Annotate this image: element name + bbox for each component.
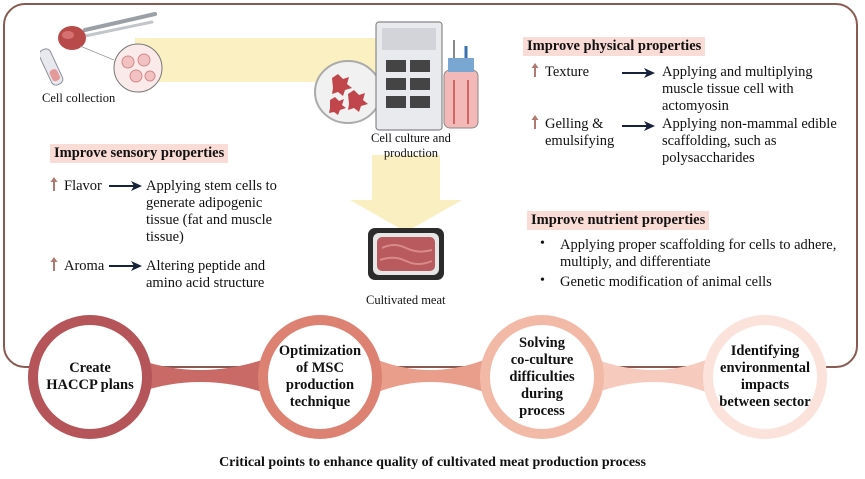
nutrient-heading: Improve nutrient properties bbox=[527, 211, 710, 230]
critical-point-environment: Identifying environmental impacts betwee… bbox=[719, 343, 811, 410]
sensory-heading: Improve sensory properties bbox=[50, 144, 229, 163]
gelling-desc: Applying non-mammal edible scaffolding, … bbox=[662, 116, 837, 166]
tweezers-tissue-icon bbox=[40, 12, 163, 93]
aroma-desc: Altering peptide and amino acid structur… bbox=[146, 258, 266, 291]
figure-caption: Critical points to enhance quality of cu… bbox=[219, 455, 646, 470]
cell-collection-label: Cell collection bbox=[42, 91, 116, 105]
petri-dish-icon bbox=[314, 60, 382, 124]
bullet: • bbox=[540, 236, 545, 251]
bullet: • bbox=[540, 273, 545, 288]
right-arrow-icon bbox=[622, 121, 655, 131]
up-arrow-icon bbox=[50, 257, 58, 271]
right-arrow-icon bbox=[109, 181, 142, 191]
critical-points-chain bbox=[28, 315, 827, 439]
flavor-desc: Applying stem cells to generate adipogen… bbox=[146, 178, 277, 245]
critical-point-haccp: Create HACCP plans bbox=[46, 360, 134, 393]
nutrient-bullet-2: Genetic modification of animal cells bbox=[560, 274, 772, 290]
cell-culture-label: Cell culture and production bbox=[371, 131, 451, 160]
cultivated-meat-icon bbox=[368, 228, 444, 280]
content-frame bbox=[3, 3, 858, 368]
up-arrow-icon bbox=[531, 115, 539, 129]
texture-label: Texture bbox=[545, 64, 590, 80]
right-arrow-icon bbox=[109, 261, 142, 271]
critical-point-msc: Optimization of MSC production technique bbox=[278, 343, 362, 410]
flavor-label: Flavor bbox=[64, 178, 102, 194]
bioreactor-icon bbox=[375, 21, 479, 131]
physical-heading: Improve physical properties bbox=[523, 37, 706, 56]
aroma-label: Aroma bbox=[64, 258, 105, 274]
up-arrow-icon bbox=[50, 177, 58, 191]
gelling-label: Gelling & emulsifying bbox=[545, 116, 615, 149]
nutrient-bullet-1: Applying proper scaffolding for cells to… bbox=[560, 237, 837, 270]
cultivated-meat-label: Cultivated meat bbox=[366, 293, 446, 307]
texture-desc: Applying and multiplying muscle tissue c… bbox=[662, 64, 813, 114]
right-arrow-icon bbox=[622, 68, 655, 78]
up-arrow-icon bbox=[531, 63, 539, 77]
critical-point-coculture: Solving co-culture difficulties during p… bbox=[509, 335, 575, 419]
